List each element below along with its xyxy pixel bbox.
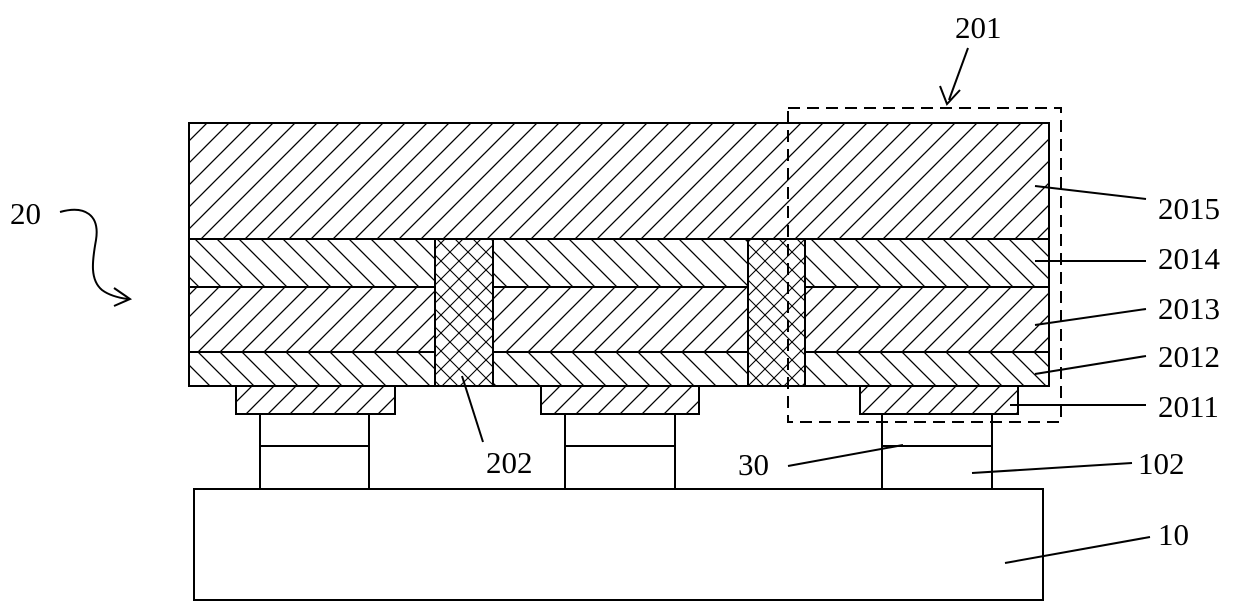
label-20: 20 <box>10 196 41 231</box>
layer-2014 <box>189 239 1049 287</box>
pad-2011-middle <box>541 386 699 414</box>
layer-2013 <box>189 287 1049 352</box>
pad-2011-right <box>860 386 1018 414</box>
label-2014: 2014 <box>1158 241 1221 276</box>
label-202: 202 <box>486 445 533 480</box>
label-201: 201 <box>955 10 1002 45</box>
arrow-201 <box>940 48 968 104</box>
label-2012: 2012 <box>1158 339 1220 374</box>
arrow-20 <box>60 210 130 306</box>
label-2013: 2013 <box>1158 291 1220 326</box>
layer-2012 <box>189 352 1049 386</box>
label-102: 102 <box>1138 446 1185 481</box>
substrate-10 <box>194 489 1043 600</box>
pillar-middle <box>565 414 675 489</box>
label-2015: 2015 <box>1158 191 1220 226</box>
layer-2015 <box>189 123 1049 239</box>
pad-2011-left <box>236 386 395 414</box>
label-2011: 2011 <box>1158 389 1219 424</box>
pillar-right <box>882 414 992 489</box>
via-202-right-hatch <box>748 239 805 386</box>
label-30: 30 <box>738 447 769 482</box>
label-10: 10 <box>1158 517 1189 552</box>
pillar-left <box>260 414 369 489</box>
via-202-left-hatch <box>435 239 493 386</box>
